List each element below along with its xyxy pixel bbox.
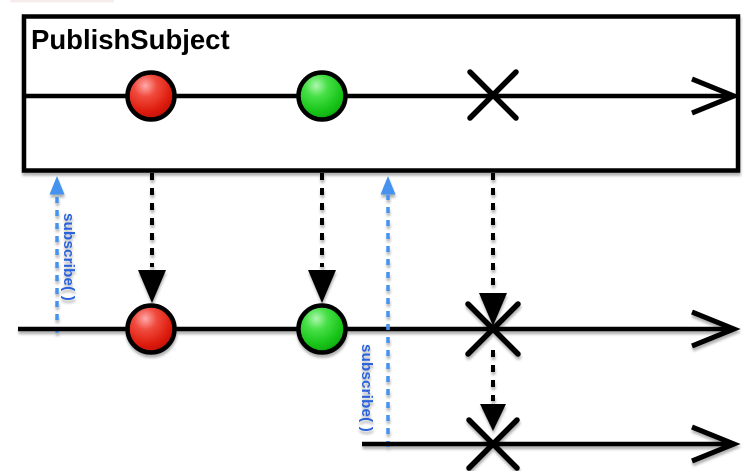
subscribe-arrow-2 — [380, 176, 396, 447]
subscriber1-timeline-arrowhead — [691, 309, 741, 349]
subscribe-arrow-1 — [49, 176, 65, 333]
subscribe-arrow-2-head — [380, 176, 396, 195]
subscribe-label-2: subscribe( ) — [358, 344, 374, 432]
subscriber1-red-marble — [125, 303, 177, 355]
subscriber1-green-marble — [296, 303, 348, 355]
source-error-x — [467, 69, 519, 121]
source-red-marble — [125, 70, 177, 122]
subscriber2-error-x — [466, 417, 520, 471]
subscriber2-timeline-arrowhead — [691, 424, 741, 464]
top-left-artifact-bar — [10, 0, 114, 3]
publishsubject-title: PublishSubject — [31, 24, 230, 55]
subscribe-arrow-1-head — [49, 176, 65, 195]
emission-arrow-error-1 — [479, 173, 507, 326]
emission-arrow-error-2 — [480, 350, 506, 431]
source-green-marble — [296, 70, 348, 122]
emission-arrow-red — [138, 173, 166, 303]
source-timeline-arrowhead — [691, 76, 741, 116]
subscriber1-error-x — [465, 301, 521, 357]
subscribe-label-1: subscribe( ) — [60, 213, 76, 301]
emission-arrow-green — [308, 173, 336, 303]
